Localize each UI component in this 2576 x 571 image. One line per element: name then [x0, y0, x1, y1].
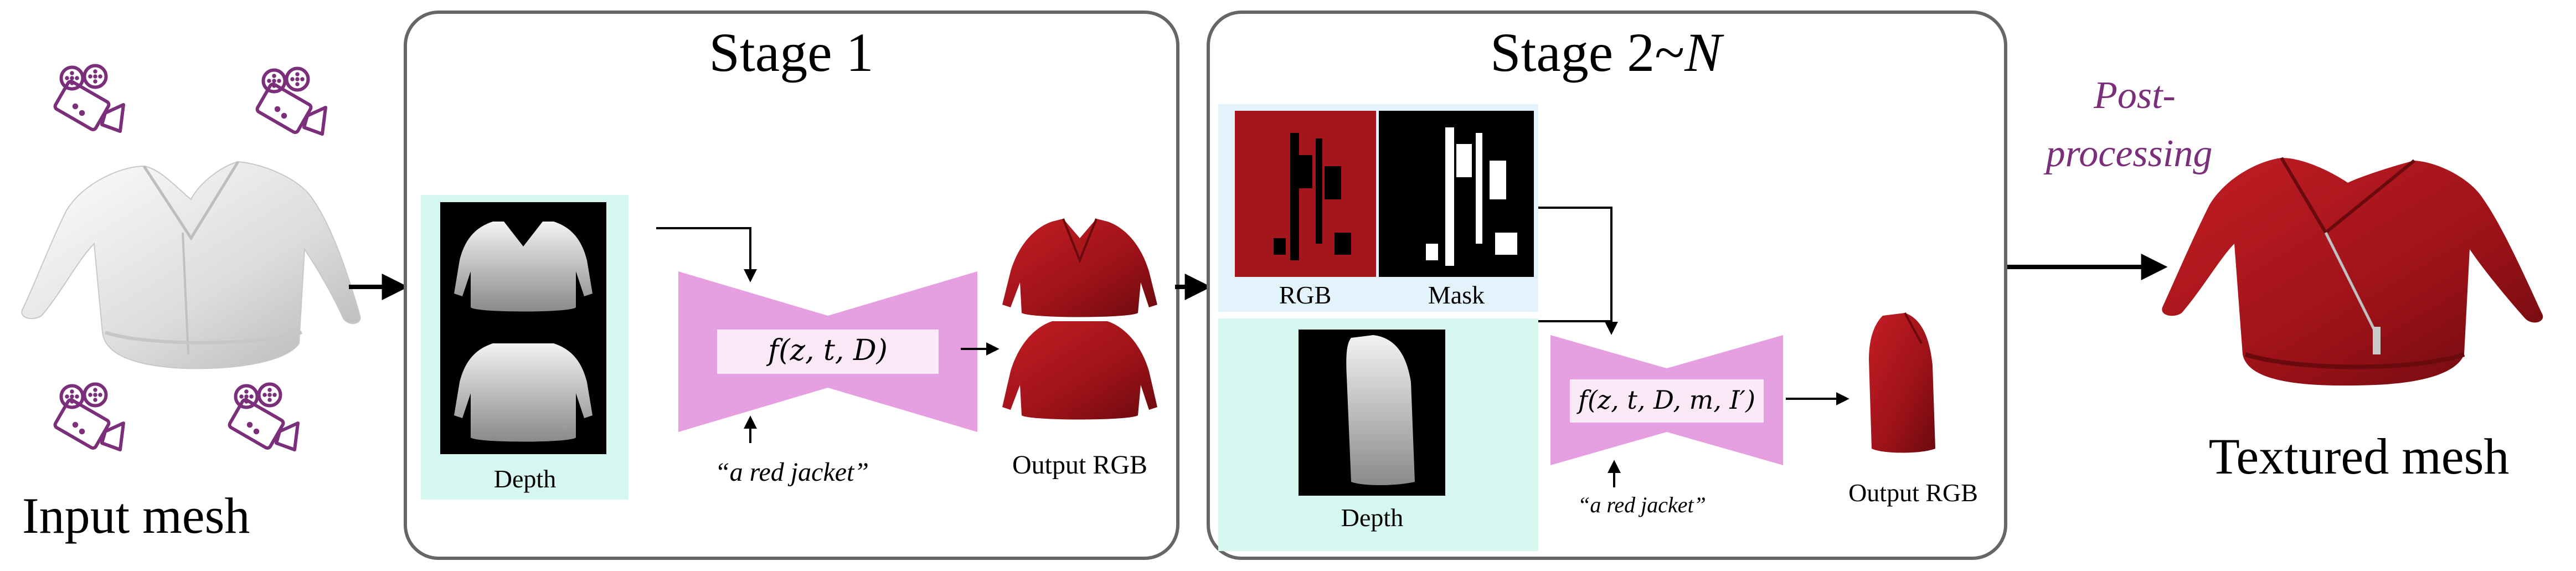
stage1-depth-jacket-front [454, 222, 593, 312]
stage2-formula: f(z, t, D, m, I′) [1576, 385, 1755, 415]
stage2-output-label: Output RGB [1848, 479, 1978, 507]
stage2-rgb-image [1235, 111, 1376, 277]
arrow-rgb-mask-to-unet [1538, 207, 1618, 335]
stage1-formula: f(z, t, D) [766, 334, 888, 367]
stage2-depth-label: Depth [1341, 503, 1403, 532]
stage2-rgb-jacket-silhouette [1274, 133, 1351, 260]
stage1-output-label: Output RGB [1012, 450, 1147, 480]
textured-mesh-label: Textured mesh [2209, 428, 2510, 485]
stage1-depth-label: Depth [494, 465, 556, 493]
stage2-depth-jacket [1346, 335, 1415, 485]
stage1-prompt: “a red jacket” [715, 457, 869, 487]
stage2-prompt: “a red jacket” [1578, 492, 1706, 517]
camera-icon [228, 384, 298, 450]
input-mesh-label: Input mesh [22, 487, 250, 544]
stage2-mask-label: Mask [1428, 281, 1485, 309]
post-processing-line1: Post- [2093, 74, 2176, 117]
stage2-title: Stage 2~N [1490, 22, 1724, 83]
arrow-depth-to-unet [656, 227, 757, 282]
stage1-depth-jacket-back [454, 343, 593, 442]
stage1-output-jacket-back [1002, 321, 1157, 420]
stage1-formula-box [717, 330, 939, 374]
input-mesh-jacket [21, 161, 361, 369]
stage2-output-jacket [1869, 312, 1935, 453]
stage1-output-jacket-front [1002, 218, 1157, 317]
camera-icon [256, 69, 326, 135]
stage1-title: Stage 1 [709, 22, 873, 83]
post-processing-line2: processing [2043, 132, 2213, 175]
stage2-formula-box [1570, 379, 1764, 423]
stage2-rgb-label: RGB [1279, 281, 1332, 309]
stage2-mask-silhouette [1426, 127, 1517, 266]
textured-mesh-jacket [2162, 157, 2543, 386]
camera-icon [54, 384, 123, 450]
stage2-title-var: N [1684, 22, 1724, 83]
camera-icon [54, 66, 123, 132]
stage2-title-prefix: Stage 2~ [1490, 22, 1684, 83]
